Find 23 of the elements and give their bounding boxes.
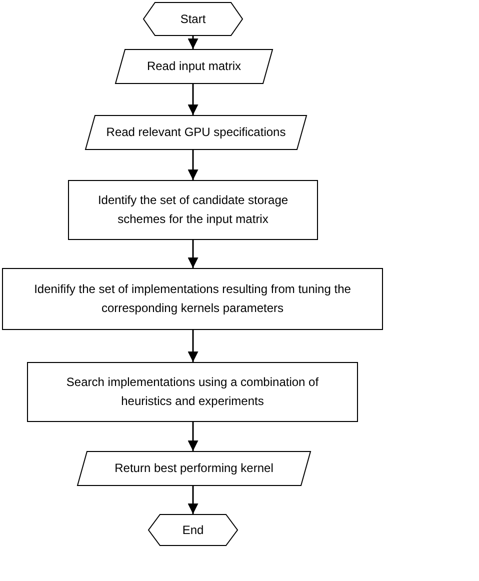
io-parallelogram [77,451,311,486]
arrow [188,422,198,451]
process-box [27,362,358,422]
terminal-hexagon [143,2,243,36]
terminal-hexagon [148,514,238,546]
arrow [188,240,198,268]
step-label: Return best performing kernel [114,460,274,478]
io-parallelogram [85,115,307,150]
process-box [2,268,383,330]
arrow [188,36,198,49]
step-label: Start [180,10,206,28]
arrow [188,84,198,115]
step-label: Idenifify the set of implementations resulting from tuning the corresponding kernels parameters [33,281,352,317]
step-label: End [182,522,204,539]
step-label: Read relevant GPU specifications [105,124,287,142]
arrow [188,150,198,180]
step-label: Identify the set of candidate storage schemes for the input matrix [96,192,290,228]
step-label: Read input matrix [146,58,242,76]
arrow [188,486,198,514]
step-label: Search implementations using a combination of heuristics and experiments [65,374,320,410]
process-box [68,180,318,240]
io-parallelogram [115,49,273,84]
arrow [188,330,198,362]
